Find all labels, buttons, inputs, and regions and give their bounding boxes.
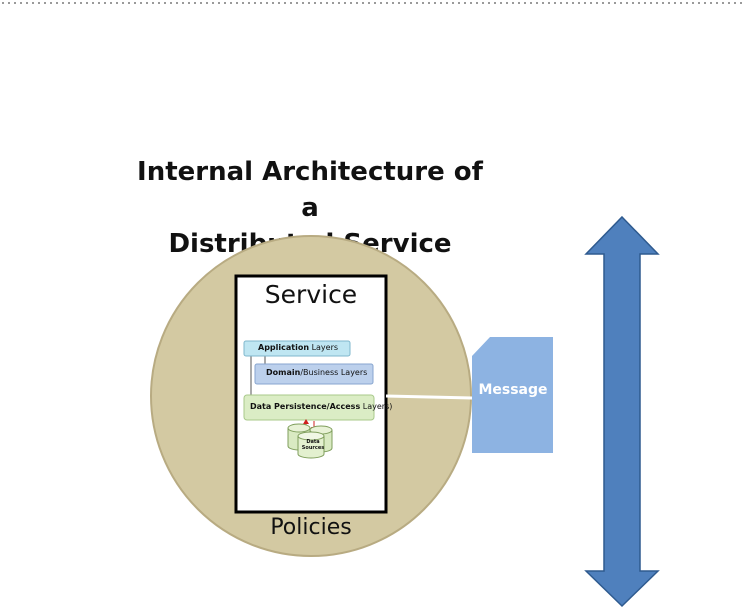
service-message-link xyxy=(385,394,473,400)
application-layer-bar xyxy=(243,340,351,357)
policies-label: Policies xyxy=(270,515,352,540)
application-layer-label: Application Layers xyxy=(258,343,339,352)
title-line-1: Internal Architecture of a xyxy=(137,157,483,223)
service-box xyxy=(234,274,388,514)
data-sources-label: Data Sources xyxy=(301,439,325,451)
dotted-top-border xyxy=(2,2,744,4)
message-label: Message xyxy=(478,382,548,398)
double-headed-arrow xyxy=(584,215,660,608)
service-label: Service xyxy=(264,280,358,309)
domain-layer-label: Domain/Business Layers xyxy=(266,368,368,377)
datasource-arrow-up-head xyxy=(303,419,309,424)
message-shape xyxy=(472,337,553,453)
data-layer-label: Data Persistence/Access Layers) xyxy=(250,402,393,411)
domain-layer-bar xyxy=(254,363,374,385)
data-layer-bar xyxy=(243,394,375,421)
data-sources-icon xyxy=(287,423,333,459)
